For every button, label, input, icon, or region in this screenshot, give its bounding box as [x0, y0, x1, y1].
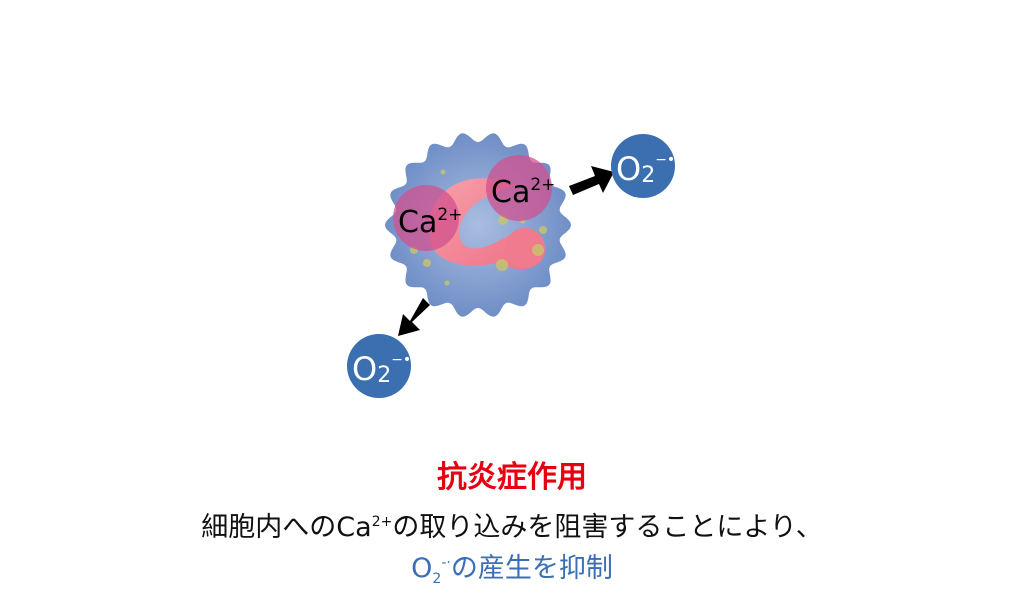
caption-charge: 2+ — [371, 514, 393, 530]
caption-sub: 2 — [432, 571, 442, 587]
superoxide-bottom: O2−• — [347, 334, 411, 398]
arrow-down — [398, 298, 430, 336]
caption-text: の取り込みを阻害することにより、 — [392, 512, 823, 543]
superoxide-top: O2−• — [611, 134, 675, 198]
neutrophil-diagram: Ca2+ Ca2+ O2−• O2−• — [347, 133, 675, 398]
ca-ion-left: Ca2+ — [393, 185, 462, 251]
svg-text:Ca2+: Ca2+ — [398, 205, 462, 240]
caption-line-2: O2-·の産生を抑制 — [0, 546, 1024, 587]
caption-ion: Ca — [336, 512, 372, 543]
svg-text:O2−•: O2−• — [352, 350, 411, 388]
caption-text: の産生を抑制 — [450, 553, 613, 584]
nucleus — [430, 178, 545, 270]
ca-ion-right: Ca2+ — [486, 155, 555, 221]
caption-title: 抗炎症作用 — [437, 460, 587, 495]
caption-text: 細胞内への — [201, 512, 337, 543]
svg-text:O2−•: O2−• — [616, 150, 675, 188]
caption-charge: -· — [441, 555, 451, 571]
caption-line-1: 細胞内へのCa2+の取り込みを阻害することにより、 — [0, 505, 1024, 544]
caption-o: O — [411, 553, 433, 584]
svg-text:Ca2+: Ca2+ — [491, 175, 555, 210]
arrow-right — [569, 166, 614, 195]
